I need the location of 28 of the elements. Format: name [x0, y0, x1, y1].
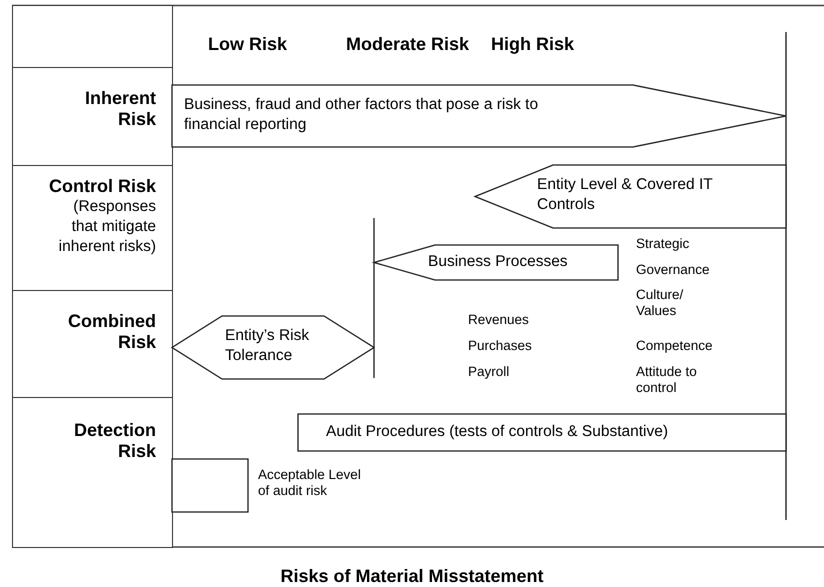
shape-label: Audit Procedures (tests of controls & Substantive)	[326, 422, 670, 442]
shape-label: Business, fraud and other factors that pose a risk to financial reporting	[184, 95, 540, 135]
item-label: Governance	[636, 262, 710, 278]
shape-label: Entity Level & Covered IT Controls	[537, 175, 714, 215]
row-note: (Responses that mitigate inherent risks)	[58, 197, 156, 257]
row-heading: Detection Risk	[72, 420, 156, 462]
item-label: Attitude to control	[636, 364, 698, 396]
shape-label: Business Processes	[428, 252, 569, 272]
column-heading: High Risk	[491, 34, 574, 55]
caption: Risks of Material Misstatement	[279, 566, 545, 587]
item-label: Purchases	[468, 338, 532, 354]
item-label: Revenues	[468, 312, 529, 328]
item-label: Payroll	[468, 364, 510, 380]
row-header-cell	[12, 67, 173, 166]
item-label: Culture/ Values	[636, 287, 684, 319]
item-label: Strategic	[636, 236, 690, 252]
row-heading: Combined Risk	[67, 311, 156, 353]
row-header-cell	[12, 290, 173, 398]
column-heading: Moderate Risk	[346, 34, 470, 55]
row-header-cell	[12, 165, 173, 291]
row-heading: Inherent Risk	[84, 88, 156, 130]
row-header-cell	[12, 397, 173, 548]
column-heading: Low Risk	[208, 34, 288, 55]
shape-label: Entity’s Risk Tolerance	[225, 326, 310, 366]
empty-cell	[12, 5, 173, 68]
note-text: Acceptable Level of audit risk	[258, 467, 362, 499]
item-label: Competence	[636, 338, 713, 354]
row-heading: Control Risk	[48, 176, 156, 197]
